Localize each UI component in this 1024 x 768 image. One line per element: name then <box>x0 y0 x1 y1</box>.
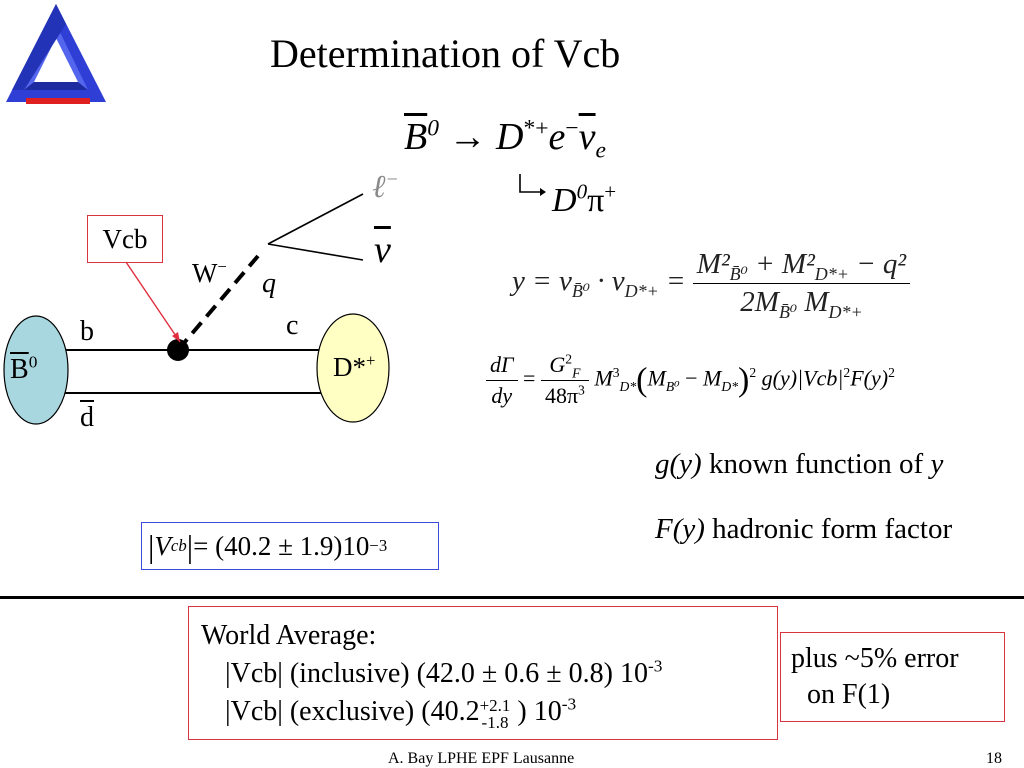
y-definition-fraction: M²B̄⁰ + M²D*+ − q² 2MB̄⁰ MD*+ <box>692 248 911 321</box>
penrose-triangle-logo <box>6 4 106 104</box>
d-star-symbol: D <box>496 116 524 158</box>
w-label: W− <box>192 257 227 288</box>
error-note-box: plus ~5% error on F(1) <box>780 632 1005 722</box>
world-average-inclusive: |Vcb| (inclusive) (42.0 ± 0.6 ± 0.8) 10-… <box>225 656 663 689</box>
world-average-heading: World Average: <box>201 620 377 651</box>
lepton-line <box>267 193 364 245</box>
decay-equation: B0 → D*+e−νe <box>404 115 606 164</box>
electron-symbol: e <box>548 116 566 158</box>
neutrino-line <box>267 243 364 261</box>
b-quark-label: b <box>80 316 94 347</box>
world-average-exclusive: |Vcb| (exclusive) (40.2+2.1-1.8 ) 10-3 <box>225 694 577 732</box>
d-star-decay: D0π+ <box>552 179 617 219</box>
antineutrino-symbol: ν <box>578 116 596 158</box>
d-quark-label: d <box>80 402 94 433</box>
decay-diagram <box>3 193 390 425</box>
lepton-label: ℓ− <box>372 168 399 204</box>
vcb-label-box: Vcb <box>87 215 163 263</box>
slide-title: Determination of Vcb <box>270 31 621 76</box>
d-meson-ellipse <box>316 313 390 423</box>
neutrino-label: ν <box>374 229 391 271</box>
b-meson-ellipse <box>3 315 69 425</box>
world-average-box: World Average: |Vcb| (inclusive) (42.0 ±… <box>188 606 778 740</box>
page-number: 18 <box>986 750 1002 767</box>
slide-footer: A. Bay LPHE EPF Lausanne <box>388 750 575 767</box>
b0-meson-label: B0 <box>10 352 38 385</box>
arrow-symbol: → <box>448 116 487 158</box>
gy-description: g(y) known function of y <box>655 448 944 480</box>
q-label: q <box>262 268 276 299</box>
b-bar-symbol: B <box>404 116 428 158</box>
y-definition-equation: y = vB̄⁰ · vD*+ = M²B̄⁰ + M²D*+ − q² 2MB… <box>512 248 911 321</box>
vcb-pointer-line <box>125 261 181 343</box>
c-quark-label: c <box>286 310 299 341</box>
vcb-pointer-arrow-icon <box>172 332 180 342</box>
fy-description: F(y) hadronic form factor <box>655 513 953 545</box>
decay-branch-arrow-icon <box>519 174 546 196</box>
dstar-meson-label: D*+ <box>333 351 376 382</box>
section-divider <box>0 596 1024 599</box>
